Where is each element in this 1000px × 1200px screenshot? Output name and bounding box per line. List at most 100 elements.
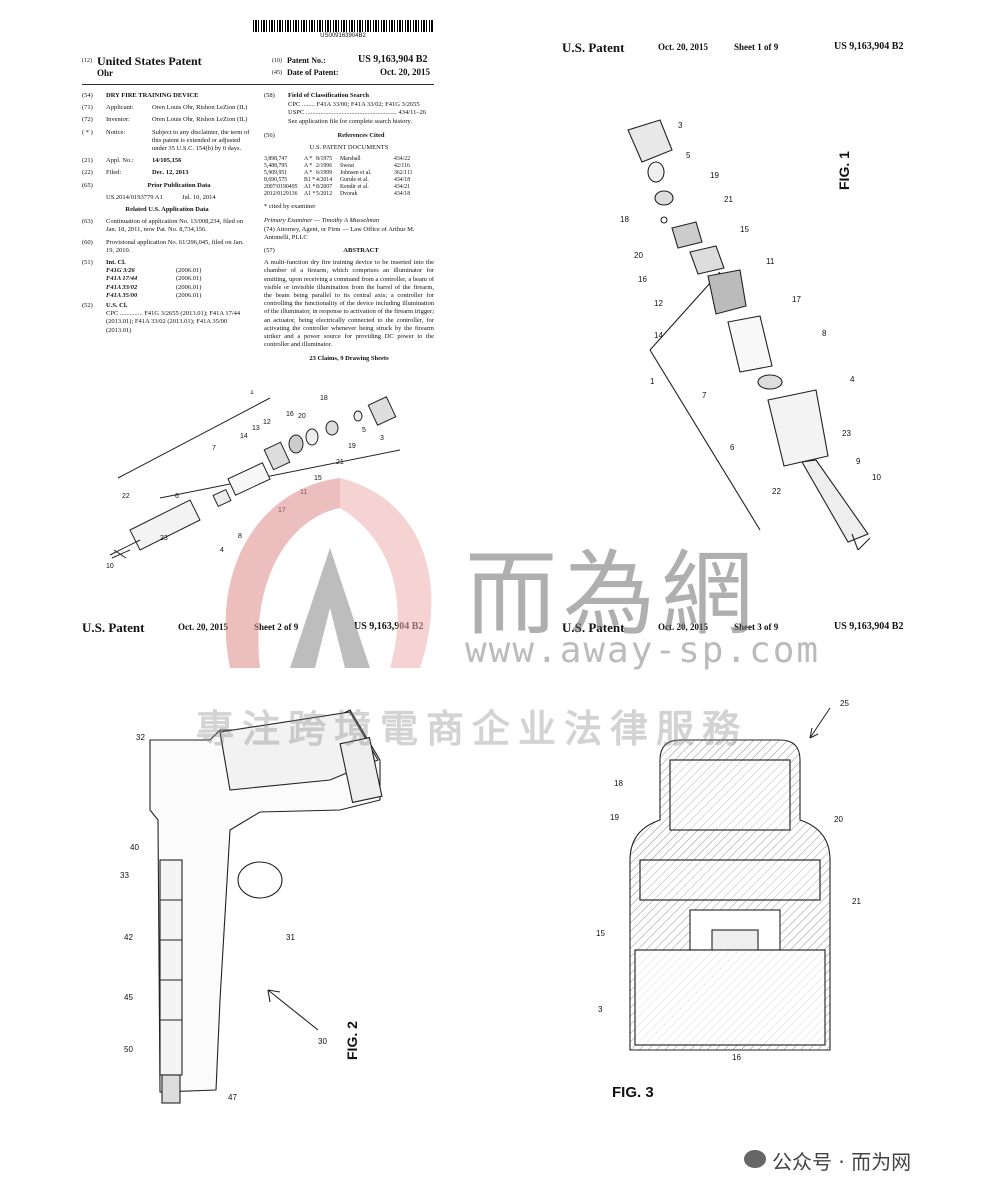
ref-numeral: 14 xyxy=(654,331,663,340)
references-heading: (56)References Cited xyxy=(264,132,434,140)
sheet-label: U.S. Patent xyxy=(562,620,625,635)
reference-k: A * xyxy=(304,170,313,177)
ref-numeral: 20 xyxy=(298,413,306,420)
ref-numeral: 1 xyxy=(650,377,655,386)
reference-k: A1 * xyxy=(304,184,316,191)
us-cl-title: U.S. Cl. xyxy=(106,302,128,310)
ref-numeral: 23 xyxy=(842,429,851,438)
bib-code: (71) xyxy=(82,104,93,112)
ref-numeral: 4 xyxy=(850,375,855,384)
reference-no: 8,690,575 xyxy=(264,177,288,184)
reference-no: 2007/0190495 xyxy=(264,184,298,191)
ref-numeral: 33 xyxy=(120,871,129,880)
sheet-number: Sheet 3 of 9 xyxy=(734,622,779,632)
ref-numeral: 3 xyxy=(678,121,683,130)
ref-numeral: 42 xyxy=(124,933,133,942)
bib-row-notice: ( * )Notice:Subject to any disclaimer, t… xyxy=(82,129,252,154)
reference-cls: 434/18 xyxy=(394,191,411,198)
int-cl-version: (2006.01) xyxy=(176,275,202,283)
attorney: (74) Attorney, Agent, or Firm — Law Offi… xyxy=(264,225,415,241)
bib-value: Dec. 12, 2013 xyxy=(152,169,189,177)
bib-value: Oren Louis Ohr, Rishon LeZion (IL) xyxy=(152,116,248,124)
front-left-column: (54)DRY FIRE TRAINING DEVICE (71)Applica… xyxy=(82,92,252,335)
reference-name: Gurule et al. xyxy=(340,177,369,184)
ref-numeral: 45 xyxy=(124,993,133,1002)
int-cl-title: Int. Cl. xyxy=(106,259,126,267)
int-cl-version: (2006.01) xyxy=(176,283,202,291)
fig3-label: FIG. 3 xyxy=(612,1084,654,1101)
bib-value: Oren Louis Ohr, Rishon LeZion (IL) xyxy=(152,104,248,112)
claims-summary: 23 Claims, 9 Drawing Sheets xyxy=(309,355,389,363)
ref-numeral: 10 xyxy=(872,473,881,482)
bib-value: 14/105,156 xyxy=(152,157,182,165)
fig1-drawing: 3 5 19 18 20 21 15 16 11 12 17 14 8 1 7 … xyxy=(620,119,881,550)
us-cl-text: CPC .............. F41G 3/2655 (2013.01)… xyxy=(106,310,241,334)
sheet-number: Sheet 2 of 9 xyxy=(254,622,299,632)
ref-numeral: 25 xyxy=(840,700,849,708)
sheet-patent-no: US 9,163,904 B2 xyxy=(834,621,904,632)
ref-numeral: 7 xyxy=(212,445,216,452)
ref-numeral: 10 xyxy=(106,563,114,570)
ref-numeral: 21 xyxy=(336,459,344,466)
int-cl-row: F41A 17/44(2006.01) xyxy=(106,275,252,283)
ref-numeral: 19 xyxy=(610,813,619,822)
ref-numeral: 21 xyxy=(852,897,861,906)
ref-numeral: 11 xyxy=(766,257,775,266)
bib-label: Inventor: xyxy=(106,116,130,124)
ref-numeral: 22 xyxy=(122,493,130,500)
footer-source: 公众号 · 而为网 xyxy=(772,1150,912,1174)
field-search-heading: (58)Field of Classification Search xyxy=(264,92,434,100)
bib-code: ( * ) xyxy=(82,128,93,136)
patent-no: US 9,163,904 B2 xyxy=(358,54,428,65)
int-cl-version: (2006.01) xyxy=(176,291,202,299)
fig1-label: FIG. 1 xyxy=(836,151,852,190)
reference-cls: 434/21 xyxy=(394,184,411,191)
bib-code: (60) xyxy=(82,238,93,246)
header-rule xyxy=(82,84,434,85)
related-item: (60) Provisional application No. 61/296,0… xyxy=(82,239,252,255)
ref-numeral: 12 xyxy=(654,299,663,308)
bib-code: (72) xyxy=(82,116,93,124)
ref-numeral: 12 xyxy=(263,419,271,426)
watermark-brand: 而為網 xyxy=(465,541,760,648)
patent-no-label: Patent No.: xyxy=(287,56,326,65)
reference-name: Kendir et al. xyxy=(340,184,369,191)
reference-cls: 434/18 xyxy=(394,177,411,184)
reference-date: 2/1996 xyxy=(316,163,333,170)
sheet-patent-no: US 9,163,904 B2 xyxy=(834,41,904,52)
ref-numeral: 20 xyxy=(834,815,843,824)
references-subtitle: U.S. PATENT DOCUMENTS xyxy=(309,144,389,152)
watermark-slogan: 專注跨境電商企业法律服務 xyxy=(196,707,749,751)
reference-name: Dvorak xyxy=(340,191,358,198)
reference-date: 6/1999 xyxy=(316,170,333,177)
bib-code: (63) xyxy=(82,218,93,226)
front-page-drawing: 1 6 22 23 10 7 14 13 12 16 20 18 3 5 21 … xyxy=(106,390,401,570)
cited-note: * cited by examiner xyxy=(264,203,316,211)
ref-numeral: 14 xyxy=(240,433,248,440)
code-10: (10) xyxy=(272,58,282,64)
reference-k: A1 * xyxy=(304,191,316,198)
bib-code: (65) xyxy=(82,181,93,189)
ref-numeral: 18 xyxy=(614,779,623,788)
related-text: Provisional application No. 61/296,045, … xyxy=(106,238,244,254)
sheet-date: Oct. 20, 2015 xyxy=(178,622,228,632)
related-item: (63)Continuation of application No. 13/0… xyxy=(82,218,252,234)
ref-numeral: 5 xyxy=(686,151,691,160)
code-45: (45) xyxy=(272,70,282,76)
ref-numeral: 32 xyxy=(136,733,145,742)
int-cl-row: F41A 33/02(2006.01) xyxy=(106,284,252,292)
bib-code: (57) xyxy=(264,247,275,255)
int-cl-version: (2006.01) xyxy=(176,267,202,275)
code-12: (12) xyxy=(82,58,92,64)
ref-numeral: 31 xyxy=(286,933,295,942)
sheet-date: Oct. 20, 2015 xyxy=(658,622,708,632)
sheet-date: Oct. 20, 2015 xyxy=(658,42,708,52)
int-cl-class: F41A 35/00 xyxy=(106,291,138,299)
int-cl-row: F41G 3/26(2006.01) xyxy=(106,267,252,275)
ref-numeral: 40 xyxy=(130,843,139,852)
reference-no: 3,898,747 xyxy=(264,156,288,163)
